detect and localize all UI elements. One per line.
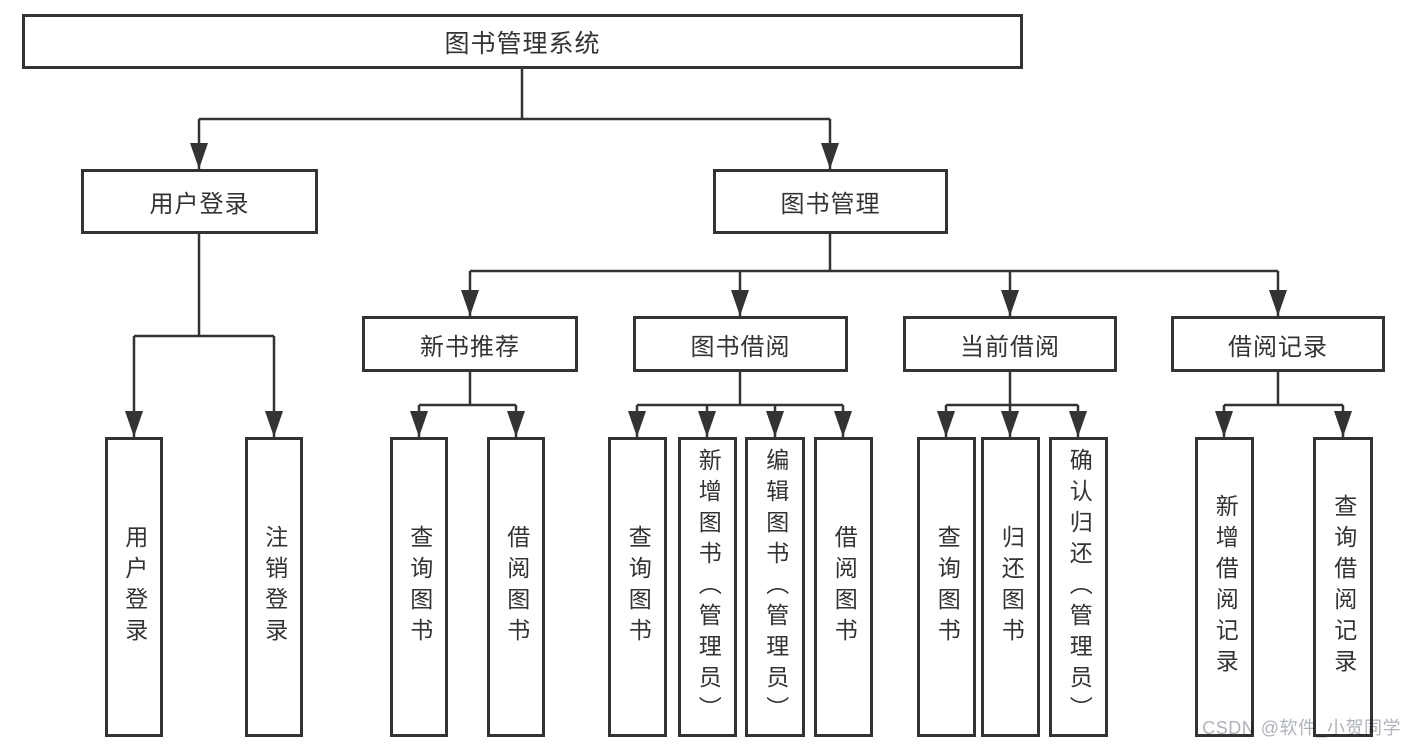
leaf-current-confirm-admin-label: 确认归还（管理员） <box>1066 447 1093 727</box>
node-book-borrow: 图书借阅 <box>633 316 848 372</box>
leaf-newbook-borrow-label: 借阅图书 <box>503 525 530 649</box>
leaf-current-query: 查询图书 <box>917 437 976 737</box>
leaf-current-confirm-admin: 确认归还（管理员） <box>1049 437 1108 737</box>
node-user-login: 用户登录 <box>81 169 318 234</box>
leaf-borrow-add-admin: 新增图书（管理员） <box>678 437 737 737</box>
leaf-records-query: 查询借阅记录 <box>1313 437 1373 737</box>
leaf-borrow-add-admin-label: 新增图书（管理员） <box>695 447 722 727</box>
leaf-borrow-borrow-label: 借阅图书 <box>831 525 858 649</box>
node-library-system: 图书管理系统 <box>22 14 1023 69</box>
node-user-login-label: 用户登录 <box>149 191 250 218</box>
leaf-borrow-query: 查询图书 <box>608 437 667 737</box>
node-library-system-label: 图书管理系统 <box>444 29 601 58</box>
leaf-user-login-label: 用户登录 <box>121 525 148 649</box>
node-current-borrow: 当前借阅 <box>903 316 1117 372</box>
leaf-borrow-edit-admin-label: 编辑图书（管理员） <box>762 447 789 727</box>
leaf-borrow-borrow: 借阅图书 <box>814 437 873 737</box>
leaf-records-add: 新增借阅记录 <box>1195 437 1254 737</box>
leaf-current-return: 归还图书 <box>981 437 1040 737</box>
leaf-newbook-query-label: 查询图书 <box>406 525 433 649</box>
leaf-borrow-edit-admin: 编辑图书（管理员） <box>745 437 805 737</box>
leaf-newbook-borrow: 借阅图书 <box>487 437 545 737</box>
leaf-logout: 注销登录 <box>245 437 303 737</box>
node-borrow-records: 借阅记录 <box>1171 316 1385 372</box>
leaf-user-login: 用户登录 <box>105 437 163 737</box>
connector-paths <box>132 69 1345 437</box>
leaf-current-query-label: 查询图书 <box>934 525 961 649</box>
node-borrow-records-label: 借阅记录 <box>1228 333 1328 361</box>
node-book-borrow-label: 图书借阅 <box>690 333 791 361</box>
leaf-newbook-query: 查询图书 <box>390 437 448 737</box>
leaf-logout-label: 注销登录 <box>261 525 288 649</box>
node-current-borrow-label: 当前借阅 <box>960 333 1060 361</box>
csdn-watermark: CSDN @软件_小贺同学 <box>1202 718 1401 738</box>
node-new-book-recommend: 新书推荐 <box>362 316 578 372</box>
leaf-records-query-label: 查询借阅记录 <box>1330 494 1357 680</box>
node-book-management: 图书管理 <box>713 169 948 234</box>
leaf-borrow-query-label: 查询图书 <box>625 525 652 649</box>
leaf-records-add-label: 新增借阅记录 <box>1212 494 1239 680</box>
node-new-book-recommend-label: 新书推荐 <box>420 333 520 361</box>
node-book-management-label: 图书管理 <box>780 191 881 218</box>
leaf-current-return-label: 归还图书 <box>998 525 1025 649</box>
arrowhead-markers <box>125 143 1352 437</box>
